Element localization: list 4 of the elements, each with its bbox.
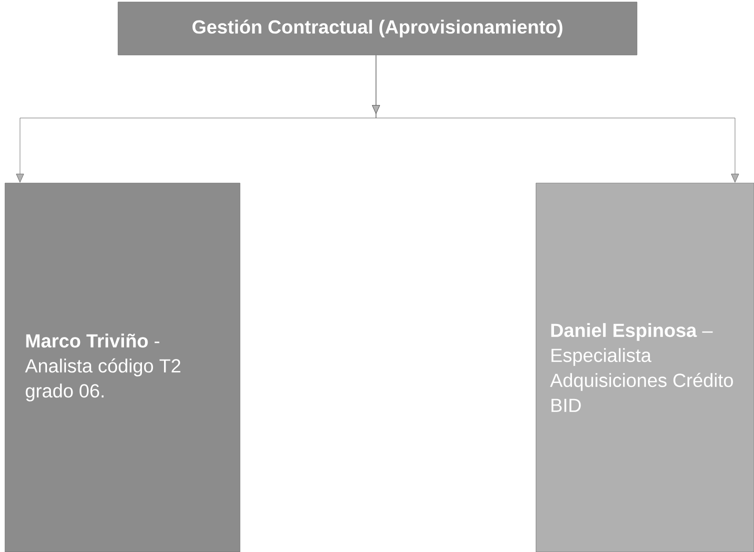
arrow — [372, 55, 739, 182]
title-box: Gestión Contractual (Aprovisionamiento) — [118, 2, 638, 56]
person-box: Daniel Espinosa – Especialista Adquisiciones Crédito BID — [536, 182, 754, 552]
person-box: Marco Triviño - Analista código T2 grado 06. — [4, 182, 240, 552]
